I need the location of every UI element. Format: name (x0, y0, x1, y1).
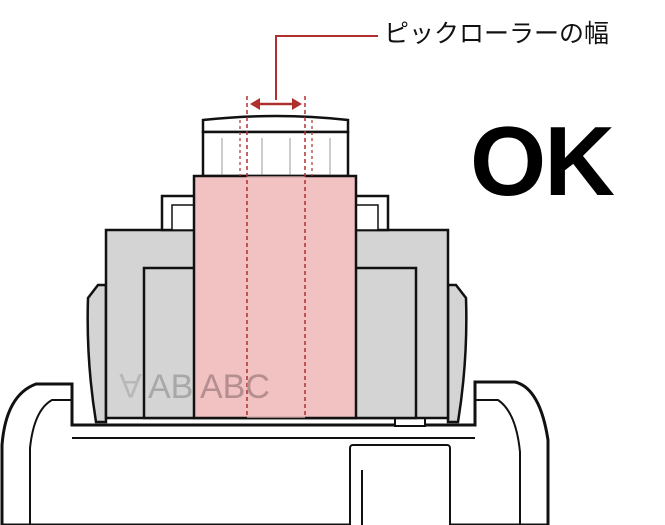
paper-letters-front: ABC (200, 368, 270, 406)
callout-leader (275, 35, 378, 100)
width-arrow-head-right (292, 98, 302, 110)
scanner-body-inner-edge-right (475, 399, 521, 525)
paper-letters-back: A (119, 366, 142, 404)
side-guide-right (446, 283, 468, 424)
width-arrow-head-left (250, 98, 260, 110)
roller-width-band (247, 176, 305, 418)
pick-roller (201, 130, 350, 178)
paper-letters-middle: AB (148, 368, 193, 406)
side-guide-left (86, 283, 108, 424)
ok-status-text: OK (470, 106, 615, 216)
pick-roller-width-label: ピックローラーの幅 (384, 19, 610, 48)
pick-roller-top (201, 114, 350, 134)
scanner-window (349, 444, 451, 525)
scanner-body-inner-edge (29, 399, 72, 525)
